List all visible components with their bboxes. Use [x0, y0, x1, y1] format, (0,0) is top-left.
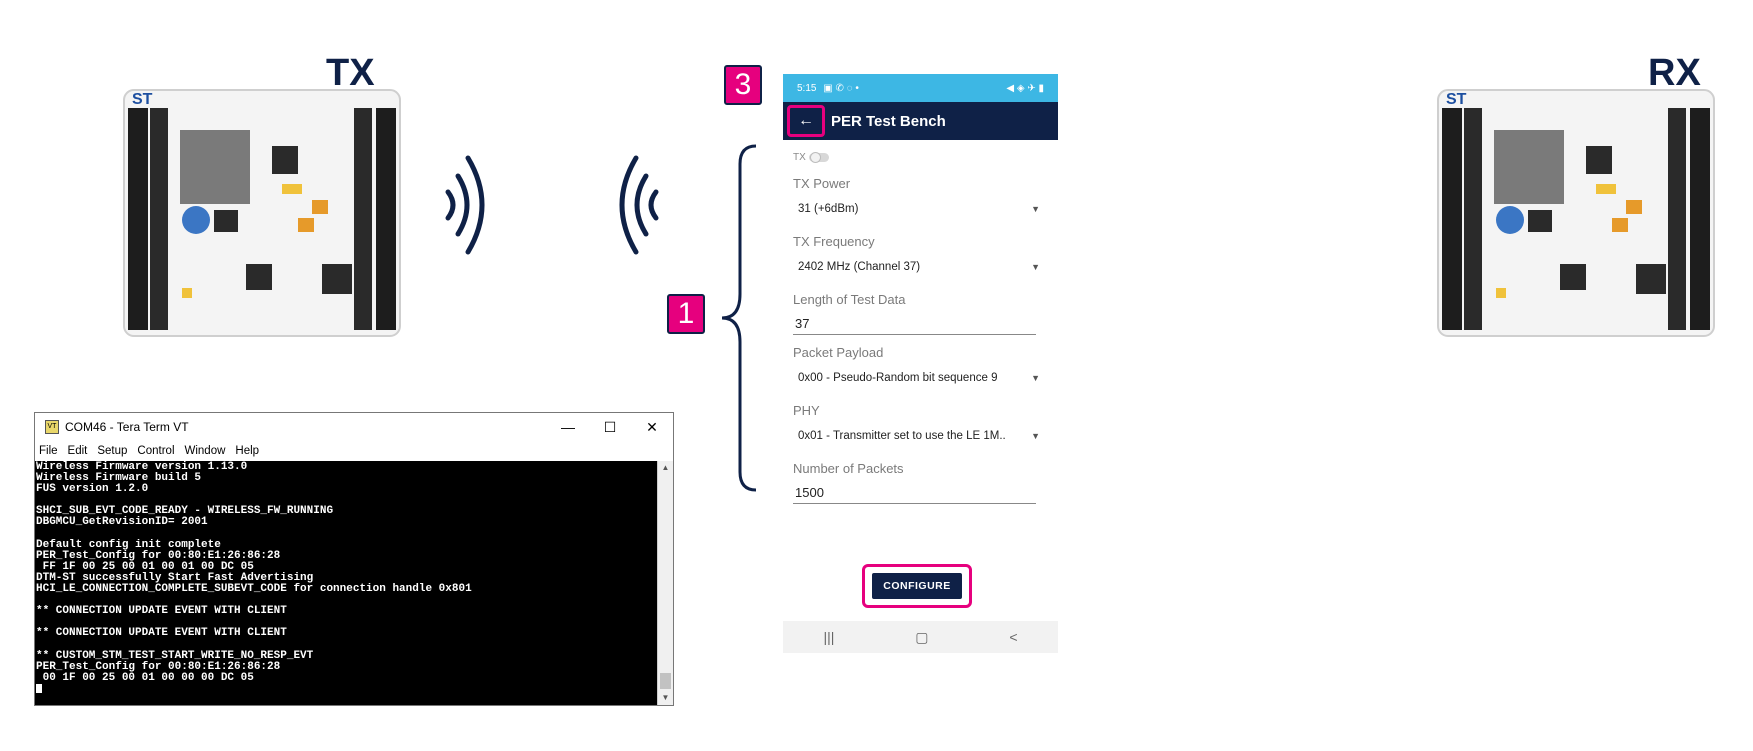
phy-select[interactable]: 0x01 - Transmitter set to use the LE 1M.…: [793, 421, 1048, 451]
terminal-line: ** CONNECTION UPDATE EVENT WITH CLIENT: [36, 627, 287, 640]
payload-value: 0x00 - Pseudo-Random bit sequence 9: [798, 372, 998, 384]
nav-back-icon[interactable]: <: [1009, 629, 1018, 645]
payload-select[interactable]: 0x00 - Pseudo-Random bit sequence 9 ▼: [793, 363, 1048, 393]
terminal-line: HCI_LE_CONNECTION_COMPLETE_SUBEVT_CODE f…: [36, 583, 472, 596]
terminal-cursor: [36, 683, 656, 696]
callout-badge-3: 3: [724, 65, 762, 105]
menu-edit[interactable]: Edit: [67, 445, 88, 457]
phy-label: PHY: [793, 403, 820, 418]
dropdown-caret-icon: ▼: [1031, 262, 1040, 272]
status-left-icons: ▣ ✆ ◌ •: [823, 82, 859, 94]
tx-label: TX: [326, 52, 375, 94]
payload-label: Packet Payload: [793, 345, 884, 360]
length-label: Length of Test Data: [793, 292, 906, 307]
window-controls: — ☐ ✕: [547, 419, 673, 436]
packets-input[interactable]: 1500: [793, 479, 1036, 504]
scroll-up-icon[interactable]: ▲: [661, 463, 670, 472]
tx-frequency-select[interactable]: 2402 MHz (Channel 37) ▼: [793, 252, 1048, 282]
android-nav-bar: ||| ▢ <: [783, 621, 1058, 653]
per-form: TX TX Power 31 (+6dBm) ▼ TX Frequency 24…: [783, 140, 1058, 504]
app-bar: ← PER Test Bench: [783, 102, 1058, 140]
status-bar: 5:15 ▣ ✆ ◌ • ◀ ◈ ✈ ▮: [783, 74, 1058, 102]
dropdown-caret-icon: ▼: [1031, 431, 1040, 441]
scroll-down-icon[interactable]: ▼: [661, 693, 670, 702]
tx-frequency-label: TX Frequency: [793, 234, 875, 249]
terminal-line: FUS version 1.2.0: [36, 483, 149, 496]
home-icon[interactable]: ▢: [915, 628, 929, 645]
recent-apps-icon[interactable]: |||: [823, 629, 835, 645]
scroll-thumb[interactable]: [660, 673, 671, 689]
teraterm-app-icon: VT: [45, 420, 59, 434]
menu-file[interactable]: File: [39, 445, 58, 457]
terminal-line: PER_Test_Config for 00:80:E1:26:86:28: [36, 660, 281, 673]
minimize-button[interactable]: —: [561, 418, 575, 435]
maximize-button[interactable]: ☐: [603, 418, 617, 435]
menu-help[interactable]: Help: [235, 445, 260, 457]
terminal-line: FF 1F 00 25 00 01 00 01 00 DC 05: [36, 560, 254, 573]
terminal-title: COM46 - Tera Term VT: [65, 420, 189, 434]
menu-setup[interactable]: Setup: [97, 445, 128, 457]
configure-highlight: CONFIGURE: [862, 564, 972, 608]
svg-text:ST: ST: [132, 91, 153, 108]
terminal-line: DBGMCU_GetRevisionID= 2001: [36, 516, 208, 529]
svg-text:ST: ST: [1446, 91, 1467, 108]
tx-power-value: 31 (+6dBm): [798, 203, 859, 215]
terminal-line: SHCI_SUB_EVT_CODE_READY - WIRELESS_FW_RU…: [36, 505, 334, 518]
terminal-menubar: File Edit Setup Control Window Help: [35, 441, 673, 461]
dropdown-caret-icon: ▼: [1031, 204, 1040, 214]
terminal-line: ** CUSTOM_STM_TEST_START_WRITE_NO_RESP_E…: [36, 649, 314, 662]
terminal-scrollbar[interactable]: ▲ ▼: [657, 461, 673, 705]
radio-waves-rx-icon: [619, 155, 659, 255]
status-time: 5:15: [797, 82, 817, 94]
brace-icon: [721, 144, 757, 492]
terminal-line: [36, 529, 656, 540]
radio-waves-tx-icon: [445, 155, 485, 255]
length-input[interactable]: 37: [793, 310, 1036, 335]
tx-toggle-row: TX: [793, 148, 1048, 166]
terminal-line: Wireless Firmware version 1.13.0: [36, 461, 248, 473]
app-title: PER Test Bench: [831, 112, 946, 130]
back-arrow-icon: ←: [798, 112, 814, 129]
rx-board-image: ST: [1437, 89, 1715, 337]
packets-label: Number of Packets: [793, 461, 904, 476]
close-button[interactable]: ✕: [646, 418, 658, 435]
terminal-titlebar: VT COM46 - Tera Term VT — ☐ ✕: [35, 413, 673, 441]
terminal-line: PER_Test_Config for 00:80:E1:26:86:28: [36, 549, 281, 562]
tx-board-image: ST: [123, 89, 401, 337]
rx-label: RX: [1648, 52, 1701, 94]
tx-frequency-value: 2402 MHz (Channel 37): [798, 261, 921, 273]
dropdown-caret-icon: ▼: [1031, 373, 1040, 383]
tx-power-label: TX Power: [793, 176, 851, 191]
tx-toggle[interactable]: [808, 151, 829, 163]
terminal-line: Default config init complete: [36, 538, 221, 551]
status-left: 5:15 ▣ ✆ ◌ •: [797, 83, 859, 94]
configure-button[interactable]: CONFIGURE: [872, 573, 962, 599]
terminal-line: ** CONNECTION UPDATE EVENT WITH CLIENT: [36, 605, 287, 618]
status-right-icons: ◀ ◈ ✈ ▮: [1006, 82, 1044, 94]
teraterm-window: VT COM46 - Tera Term VT — ☐ ✕ File Edit …: [34, 412, 674, 706]
phone-screen: 5:15 ▣ ✆ ◌ • ◀ ◈ ✈ ▮ ← PER Test Bench TX…: [783, 74, 1058, 653]
terminal-line: DTM-ST successfully Start Fast Advertisi…: [36, 571, 314, 584]
terminal-line: Wireless Firmware build 5: [36, 472, 202, 485]
terminal-line: 00 1F 00 25 00 01 00 00 00 DC 05: [36, 671, 254, 684]
callout-badge-1: 1: [667, 294, 705, 334]
phy-value: 0x01 - Transmitter set to use the LE 1M.…: [798, 430, 1006, 442]
tx-toggle-label: TX: [793, 151, 806, 163]
terminal-line: [36, 640, 656, 651]
tx-power-select[interactable]: 31 (+6dBm) ▼: [793, 194, 1048, 224]
back-button[interactable]: ←: [787, 105, 825, 137]
menu-window[interactable]: Window: [184, 445, 226, 457]
menu-control[interactable]: Control: [137, 445, 175, 457]
